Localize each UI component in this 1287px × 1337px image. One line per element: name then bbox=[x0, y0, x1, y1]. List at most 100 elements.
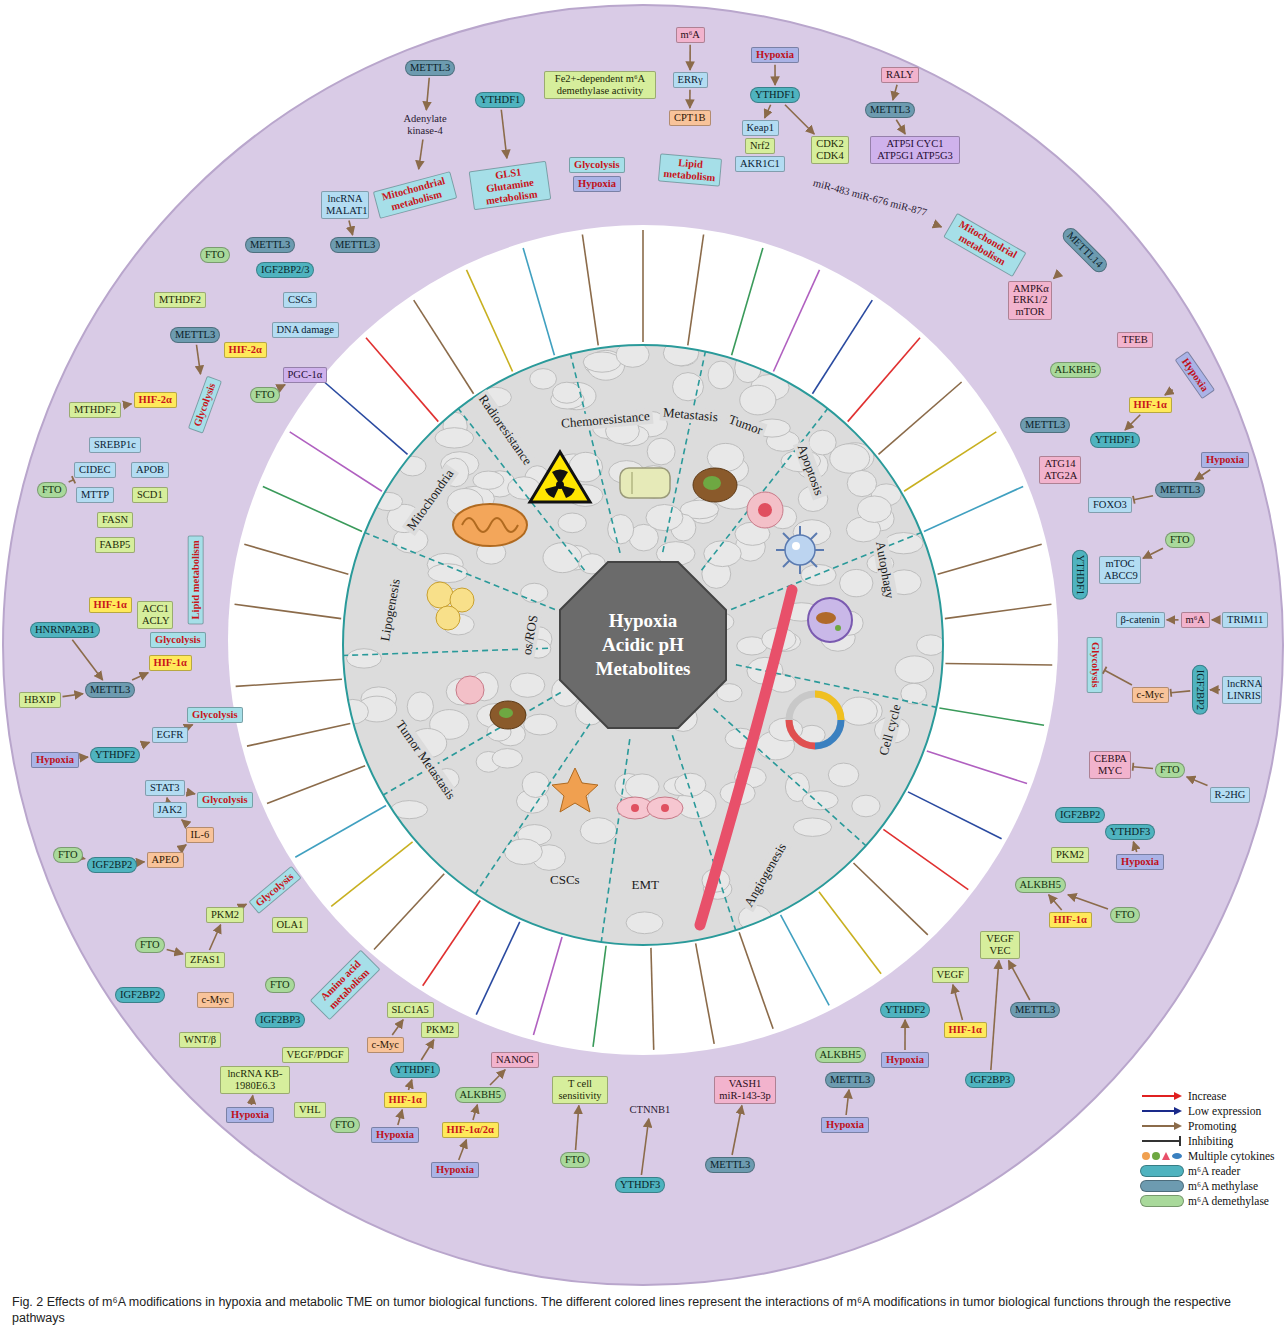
legend: IncreaseLow expressionPromotingInhibitin… bbox=[1140, 1088, 1286, 1208]
node-text: Keap1 bbox=[747, 122, 774, 134]
target-box: c-Myc bbox=[197, 992, 234, 1008]
node-text: Hypoxia bbox=[1121, 856, 1159, 868]
connector bbox=[196, 345, 200, 374]
node-text: MTHDF2 bbox=[74, 404, 116, 416]
connector bbox=[785, 105, 814, 134]
pathway-box: Lipid metabolism bbox=[187, 535, 203, 624]
node-text: CSCs bbox=[288, 294, 312, 306]
demethylase-box: FTO bbox=[265, 977, 295, 993]
node-text: m⁶A bbox=[681, 29, 700, 41]
methylase-box: METTL3 bbox=[330, 237, 380, 253]
node-text: ERRγ bbox=[678, 74, 703, 86]
hif-box: HIF-1α bbox=[1049, 912, 1092, 928]
legend-text: Increase bbox=[1188, 1090, 1226, 1102]
cell-outline bbox=[884, 533, 923, 554]
connector bbox=[490, 1070, 505, 1085]
node-text: WNT/β bbox=[184, 1034, 216, 1046]
hif-box: HIF-1α bbox=[944, 1022, 987, 1038]
text-node: CTNNB1 bbox=[626, 1103, 675, 1117]
connector bbox=[1133, 767, 1153, 769]
node-text: Nrf2 bbox=[750, 140, 770, 152]
node-text: AKR1C1 bbox=[740, 158, 780, 170]
reader-box: YTHDF1 bbox=[1072, 550, 1088, 600]
cell-outline bbox=[673, 373, 704, 401]
node-text: VHL bbox=[299, 1104, 321, 1116]
node-text: lncRNA MALAT1 bbox=[326, 193, 364, 217]
node-text: Hypoxia bbox=[578, 178, 616, 190]
node-text: VASH1 miR-143-3p bbox=[719, 1078, 771, 1102]
methylase-box: METTL3 bbox=[1155, 482, 1205, 498]
cell-outline bbox=[435, 428, 474, 448]
reader-box: IGF2BP2/3 bbox=[256, 262, 314, 278]
node-text: YTHDF1 bbox=[755, 89, 795, 101]
node-text: Fe2+-dependent m⁶A demethylase activity bbox=[549, 73, 651, 97]
node-text: HIF-2α bbox=[229, 344, 262, 356]
connector bbox=[1125, 415, 1140, 430]
pathway-line bbox=[324, 382, 407, 454]
node-text: APOB bbox=[136, 464, 164, 476]
connector bbox=[1134, 496, 1153, 500]
legend-text: m⁶A reader bbox=[1188, 1165, 1240, 1177]
legend-row: Multiple cytokines bbox=[1140, 1148, 1286, 1163]
node-text: METTL3 bbox=[870, 104, 910, 116]
target-box: MTHDF2 bbox=[69, 402, 121, 418]
cell-outline bbox=[347, 649, 382, 668]
node-text: HIF-1α bbox=[154, 657, 187, 669]
inner-disc bbox=[343, 345, 943, 945]
target-box: lncRNA MALAT1 bbox=[321, 191, 369, 219]
hypoxia-box: Hypoxia bbox=[751, 47, 799, 63]
connector bbox=[689, 45, 691, 70]
node-text: METTL3 bbox=[830, 1074, 870, 1086]
pathway-box: Glycolysis bbox=[569, 157, 625, 173]
connector bbox=[72, 640, 102, 680]
pathway-line bbox=[908, 792, 1002, 839]
target-box: mTOC ABCC9 bbox=[1099, 556, 1141, 584]
function-label: EMT bbox=[629, 877, 662, 893]
connector bbox=[473, 1105, 477, 1120]
legend-sample bbox=[1140, 1150, 1184, 1162]
target-box: Keap1 bbox=[742, 120, 779, 136]
target-box: PGC-1α bbox=[283, 367, 328, 383]
cell-outline bbox=[625, 774, 659, 800]
node-text: Glycolysis bbox=[202, 794, 248, 806]
demethylase-box: ALKBH5 bbox=[815, 1047, 866, 1063]
cell-outline bbox=[793, 818, 831, 836]
demethylase-box: FTO bbox=[330, 1117, 360, 1133]
connector bbox=[349, 221, 353, 236]
node-text: YTHDF2 bbox=[885, 1004, 925, 1016]
target-box: CSCs bbox=[283, 292, 317, 308]
inhibit-bar bbox=[1133, 496, 1135, 504]
demethylase-box: FTO bbox=[1110, 907, 1140, 923]
pathway-line bbox=[819, 892, 881, 974]
node-text: PKM2 bbox=[1056, 849, 1084, 861]
cell-outline bbox=[852, 795, 880, 817]
demethylase-box: ALKBH5 bbox=[455, 1087, 506, 1103]
target-box: PKM2 bbox=[206, 907, 244, 923]
node-text: FTO bbox=[270, 979, 290, 991]
target-box: ZFAS1 bbox=[185, 952, 225, 968]
pathway-line bbox=[295, 806, 386, 858]
reader-box: IGF2BP3 bbox=[965, 1072, 1015, 1088]
demethylase-box: FTO bbox=[53, 847, 83, 863]
inhibit-bar bbox=[1170, 689, 1173, 697]
node-text: IL-6 bbox=[191, 829, 210, 841]
pathway-line bbox=[235, 604, 342, 618]
node-text: Glycolysis bbox=[1089, 642, 1101, 688]
pathway-box: Lipid metabolism bbox=[658, 153, 722, 186]
hif-box: HIF-1α bbox=[384, 1092, 427, 1108]
connector bbox=[936, 225, 942, 227]
hypoxia-box: Hypoxia bbox=[431, 1162, 479, 1178]
connector bbox=[459, 1140, 467, 1160]
legend-sample bbox=[1140, 1120, 1184, 1132]
node-text: lncRNA LINRIS bbox=[1227, 678, 1257, 702]
target-box: FOXO3 bbox=[1088, 497, 1132, 513]
node-text: Glycolysis bbox=[155, 634, 201, 646]
pathway-line bbox=[732, 248, 763, 355]
node-text: METTL3 bbox=[90, 684, 130, 696]
legend-text: Inhibiting bbox=[1188, 1135, 1233, 1147]
node-text: FTO bbox=[255, 389, 275, 401]
pathway-line bbox=[593, 946, 606, 1047]
node-text: HIF-1α bbox=[94, 599, 127, 611]
connector bbox=[421, 1040, 434, 1060]
pathway-box: Glycolysis bbox=[197, 792, 253, 808]
